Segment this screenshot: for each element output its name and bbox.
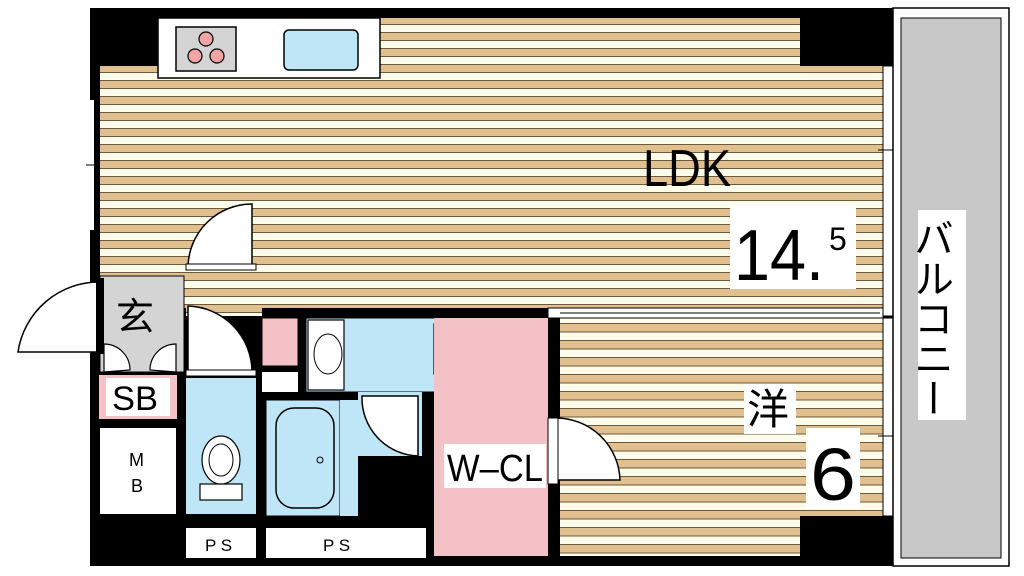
pipe-space-right [266,528,426,558]
ldk-label: LDK [643,140,731,198]
western-name-box [744,384,796,434]
meter-box [100,428,176,514]
pipe-space-left [186,528,256,558]
pipe-space-right-label: P S [323,536,350,555]
ldk-size-box [730,205,856,289]
closet-door-swing [555,417,621,481]
western-label: 洋 [747,386,789,433]
front-door-swing [17,281,101,353]
pipe-space-left-label: P S [205,536,232,555]
balcony-label-box [918,210,966,420]
bathtub-icon [275,407,335,509]
ldk-size-sup: 5 [829,221,847,257]
meter-box-label-m: M [129,450,144,470]
western-size: 6 [810,433,856,516]
pillar-top-left [90,8,158,66]
burner-icon [187,48,203,64]
wcl-label-box [444,444,546,488]
pillar-bottom-right [800,516,893,566]
burner-icon [198,31,214,47]
toilet-tank-icon [199,483,243,501]
ldk-size-main: 14. [734,216,824,296]
burner-icon [209,48,225,64]
door-swing-hall [187,203,253,269]
entrance-label: 玄 [116,297,154,339]
kitchen-sink-icon [283,29,359,71]
wcl-label: W–CL [447,448,543,490]
pillar-top-right [800,8,893,66]
western-size-box [806,428,860,508]
meter-box-label-b: B [131,476,143,496]
shoe-box-label: SB [112,380,158,418]
washroom-door-swing [361,395,419,457]
small-storage [261,317,299,367]
balcony-label: バルコニー [908,218,952,418]
